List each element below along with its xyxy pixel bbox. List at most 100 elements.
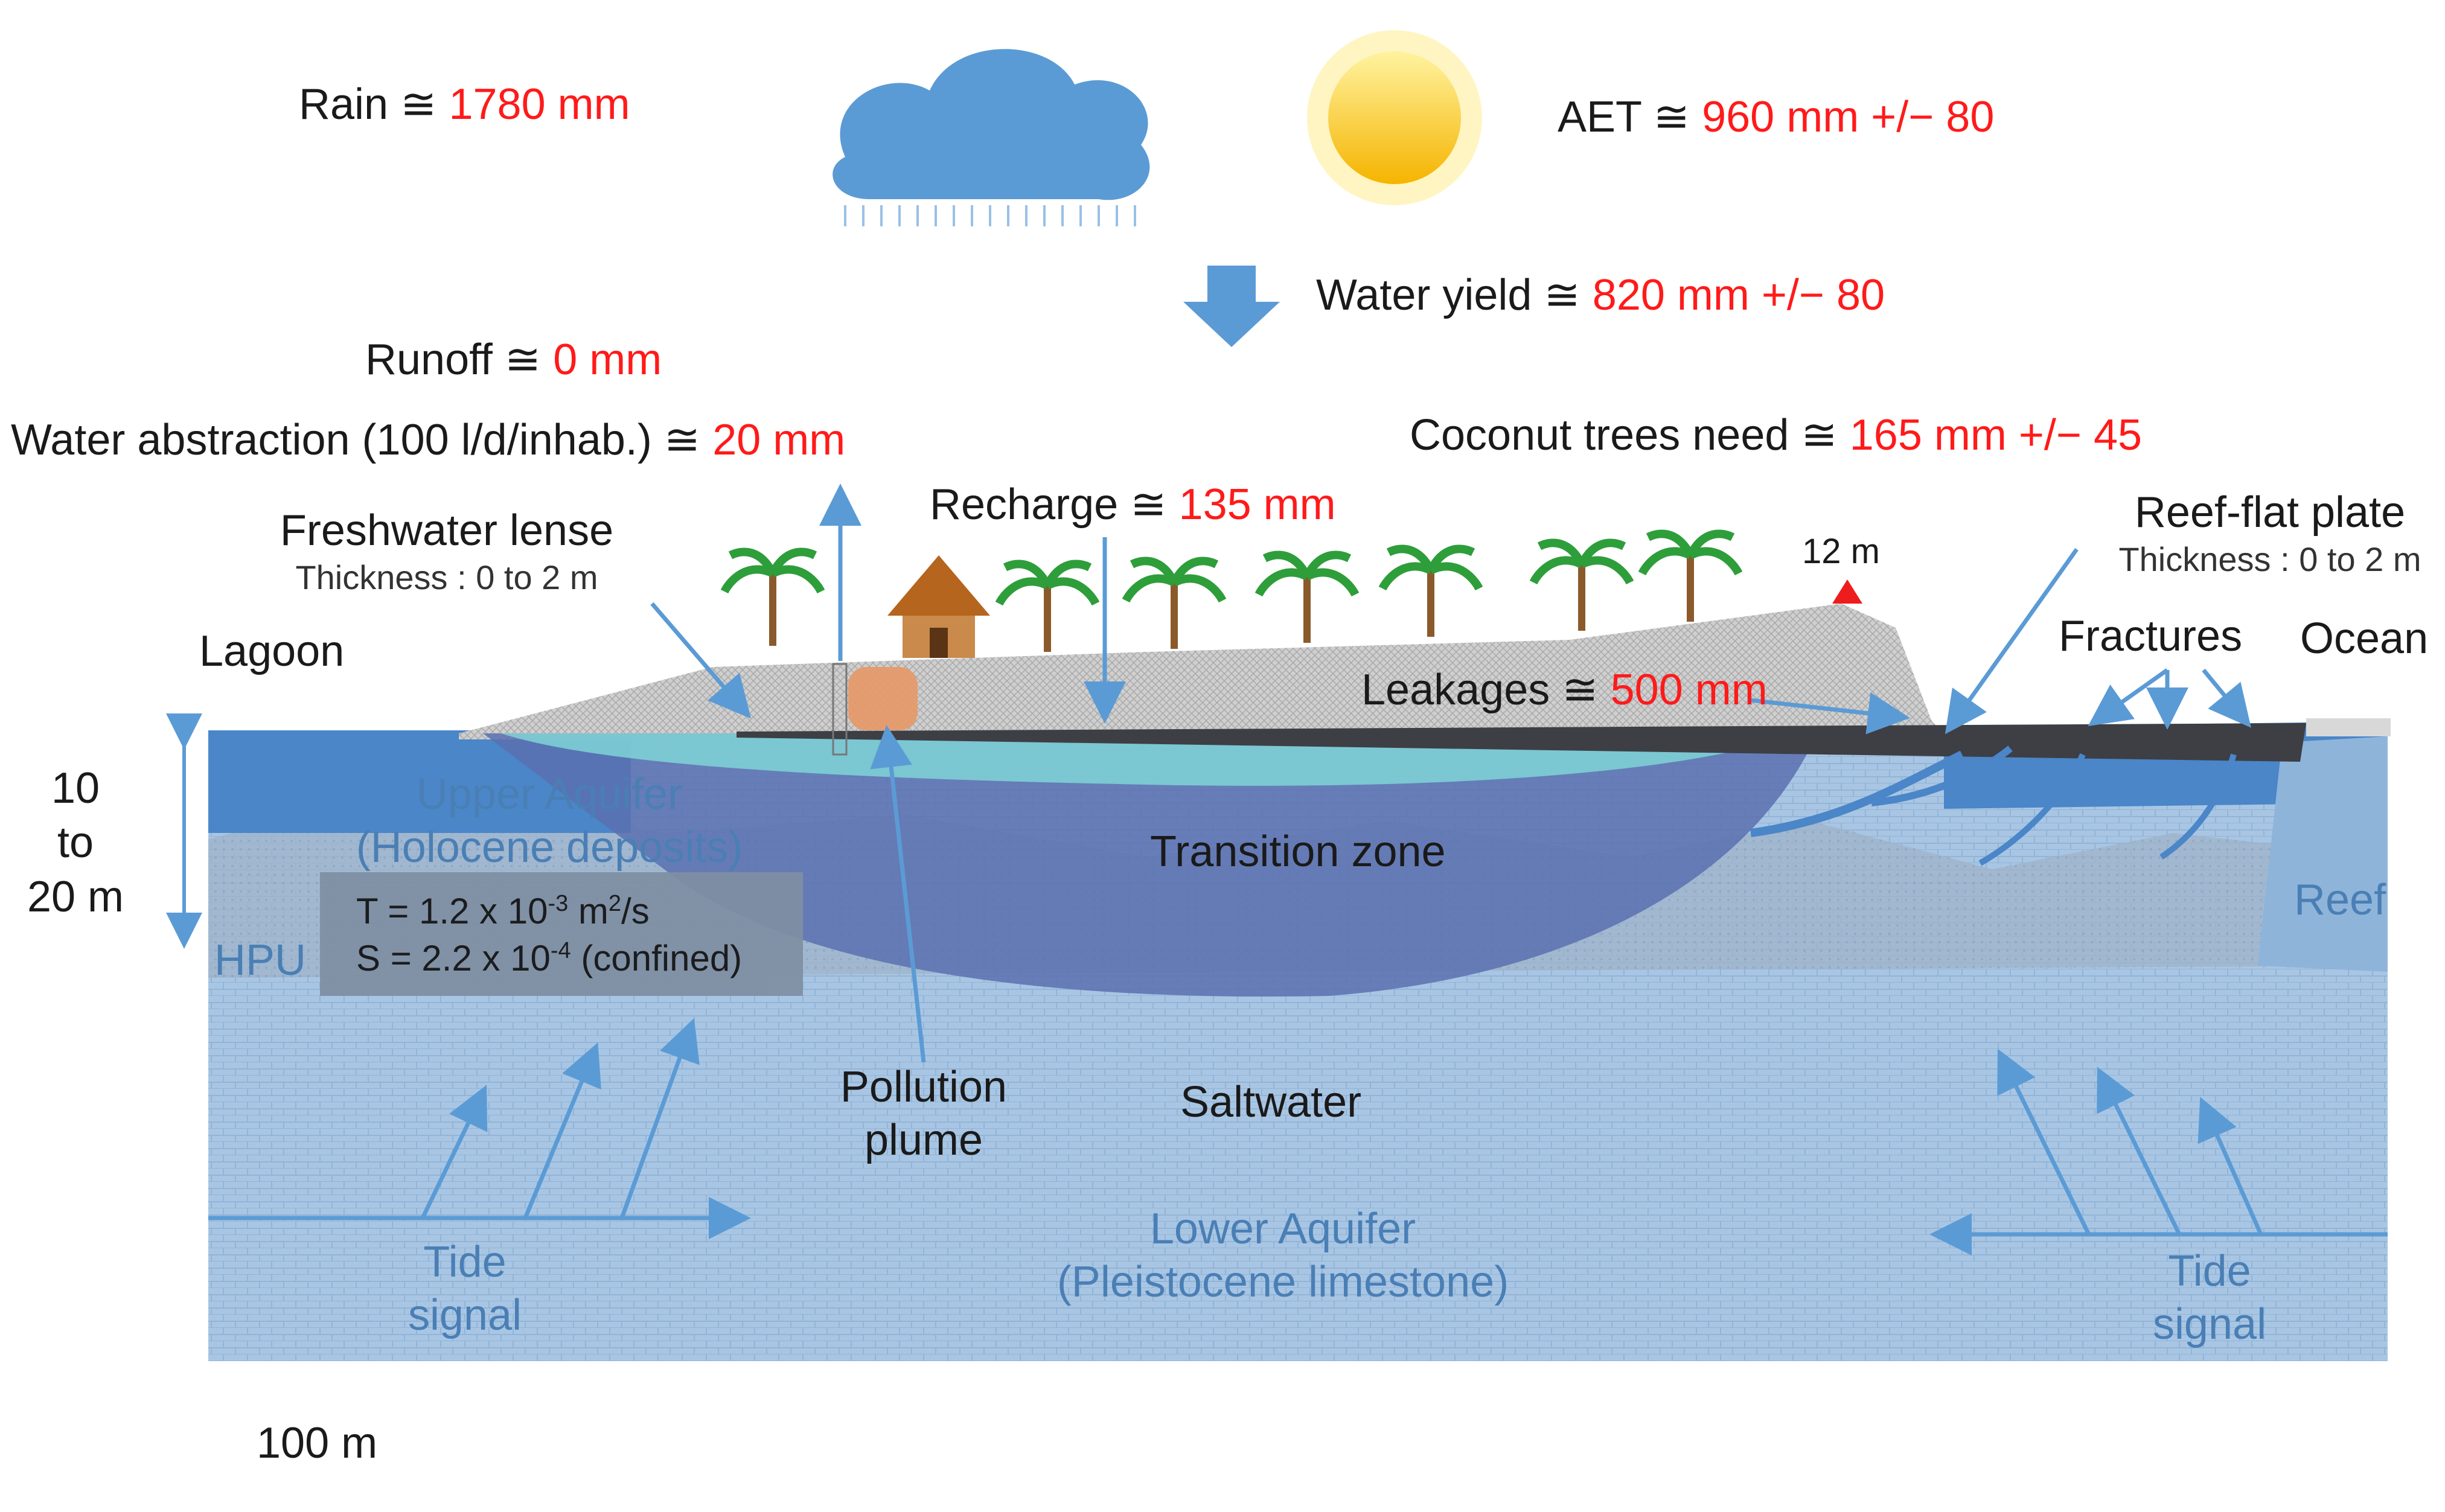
runoff-label: Runoff ≅ 0 mm	[365, 338, 662, 381]
rain-value: 1780 mm	[449, 80, 630, 129]
fractures-pointer-1	[2088, 668, 2169, 727]
abstraction-value: 20 mm	[712, 416, 846, 464]
upper-aquifer-label: Upper Aquifer (Holocene deposits)	[302, 773, 797, 869]
sun-icon	[1307, 30, 1482, 205]
coconut-value: 165 mm +/− 45	[1849, 411, 2143, 459]
pollution-plume-pointer	[870, 725, 926, 1063]
tide-left-subtitle: signal	[408, 1291, 522, 1339]
freshwater-lense-pointer	[650, 602, 752, 719]
storativity-prefix: S = 2.2 x 10	[356, 938, 551, 978]
lower-aquifer-subtitle: (Pleistocene limestone)	[1056, 1258, 1509, 1306]
elevation-marker-icon	[1832, 579, 1862, 604]
lagoon-label: Lagoon	[199, 627, 345, 675]
transition-zone-label: Transition zone	[1150, 828, 1446, 876]
fracture-1	[1750, 750, 1964, 837]
pollution-plume-label: Pollution plume	[797, 1065, 1050, 1162]
palm-tree-icon-1	[720, 547, 825, 646]
hut-icon	[887, 555, 990, 658]
depth-line-3: 20 m	[27, 873, 124, 921]
upper-aquifer-title: Upper Aquifer	[416, 770, 683, 818]
freshwater-lense-label: Freshwater lense Thickness : 0 to 2 m	[254, 509, 640, 595]
fracture-2	[1871, 745, 2013, 806]
tide-left-up-3	[619, 1018, 700, 1219]
freshwater-lense-thickness: Thickness : 0 to 2 m	[295, 558, 598, 596]
depth-line-1: 10	[51, 764, 100, 812]
depth-label: 10 to 20 m	[12, 767, 139, 919]
pollution-plume-title: Pollution	[840, 1063, 1008, 1111]
storativity-row: S = 2.2 x 10-4 (confined)	[356, 937, 742, 979]
recharge-label: Recharge ≅ 135 mm	[930, 483, 1336, 526]
runoff-label-text: Runoff ≅	[365, 336, 542, 384]
water-yield-label: Water yield ≅ 820 mm +/− 80	[1316, 273, 1885, 317]
tide-right-up-2	[2097, 1067, 2182, 1236]
lower-aquifer-label: Lower Aquifer (Pleistocene limestone)	[996, 1207, 1570, 1304]
leakages-arrow	[1750, 692, 1910, 735]
water-yield-label-text: Water yield ≅	[1316, 271, 1580, 319]
coconut-label-text: Coconut trees need ≅	[1410, 411, 1838, 459]
tide-left-title: Tide	[423, 1238, 507, 1286]
reef-flat-plate-thickness: Thickness : 0 to 2 m	[2118, 540, 2421, 578]
palm-tree-icon-7	[1638, 529, 1743, 622]
recharge-value: 135 mm	[1178, 480, 1336, 529]
aquifer-parameters-box: T = 1.2 x 10-3 m2/s S = 2.2 x 10-4 (conf…	[320, 872, 803, 996]
leakages-value: 500 mm	[1610, 666, 1768, 714]
pollution-plume-subtitle: plume	[864, 1116, 983, 1164]
ocean-label: Ocean	[2300, 614, 2429, 663]
palm-tree-icon-2	[995, 560, 1100, 652]
runoff-value: 0 mm	[553, 336, 662, 384]
abstraction-label: Water abstraction (100 l/d/inhab.) ≅ 20 …	[11, 418, 845, 462]
palm-tree-icon-4	[1254, 550, 1360, 643]
transmissivity-unit-exponent: 2	[608, 891, 622, 916]
palm-tree-icon-6	[1529, 538, 1634, 631]
fractures-pointer-3	[2202, 668, 2251, 728]
tide-signal-right-label: Tide signal	[2107, 1249, 2312, 1346]
recharge-label-text: Recharge ≅	[930, 480, 1167, 529]
reef-flat-plate-title: Reef-flat plate	[2134, 488, 2406, 537]
palm-tree-icon-3	[1122, 557, 1227, 649]
tide-signal-left-label: Tide signal	[362, 1240, 567, 1337]
transmissivity-exponent: -3	[548, 891, 569, 916]
reef-label: Reef	[2294, 876, 2386, 924]
scale-label: 100 m	[257, 1419, 378, 1467]
transmissivity-prefix: T = 1.2 x 10	[356, 891, 548, 931]
island-sand	[459, 604, 1950, 739]
elevation-label: 12 m	[1802, 532, 1880, 571]
well	[832, 663, 848, 756]
water-yield-arrow-icon	[1183, 266, 1280, 347]
reef-flat-plate	[737, 723, 2306, 762]
reef-flat-pointer	[1945, 547, 2079, 735]
depth-line-2: to	[57, 818, 94, 867]
abstraction-label-text: Water abstraction (100 l/d/inhab.) ≅	[11, 416, 701, 464]
rain-cloud-icon	[833, 49, 1150, 226]
upper-aquifer-subtitle: (Holocene deposits)	[356, 823, 743, 872]
fractures-label: Fractures	[2059, 612, 2243, 660]
tide-left-up-1	[420, 1085, 488, 1219]
fracture-3	[1978, 753, 2086, 866]
transmissivity-unit: m	[568, 891, 609, 931]
saltwater-label: Saltwater	[1180, 1078, 1362, 1126]
tide-right-subtitle: signal	[2152, 1300, 2267, 1348]
aet-label-text: AET ≅	[1558, 93, 1690, 141]
tide-left-up-2	[523, 1042, 601, 1219]
lower-aquifer-title: Lower Aquifer	[1149, 1205, 1416, 1253]
coconut-label: Coconut trees need ≅ 165 mm +/− 45	[1410, 413, 2142, 457]
leakages-label-text: Leakages ≅	[1361, 666, 1599, 714]
aet-value: 960 mm +/− 80	[1702, 93, 1995, 141]
transmissivity-row: T = 1.2 x 10-3 m2/s	[356, 890, 650, 932]
tide-right-up-3	[2197, 1097, 2263, 1236]
reef-flat-plate-label: Reef-flat plate Thickness : 0 to 2 m	[2077, 491, 2445, 576]
rain-label-text: Rain ≅	[299, 80, 437, 129]
transmissivity-suffix: /s	[621, 891, 650, 931]
tide-right-title: Tide	[2168, 1247, 2251, 1295]
ocean-reef-crest	[2306, 718, 2391, 736]
transition-zone	[483, 733, 1817, 997]
storativity-exponent: -4	[550, 938, 571, 963]
hpu-label: HPU	[214, 936, 307, 984]
tide-right-up-1	[1997, 1048, 2091, 1236]
fracture-4	[2159, 753, 2237, 860]
aet-label: AET ≅ 960 mm +/− 80	[1558, 95, 1994, 139]
reef	[2258, 736, 2388, 972]
palm-tree-icon-5	[1378, 544, 1483, 637]
storativity-suffix: (confined)	[570, 938, 743, 978]
